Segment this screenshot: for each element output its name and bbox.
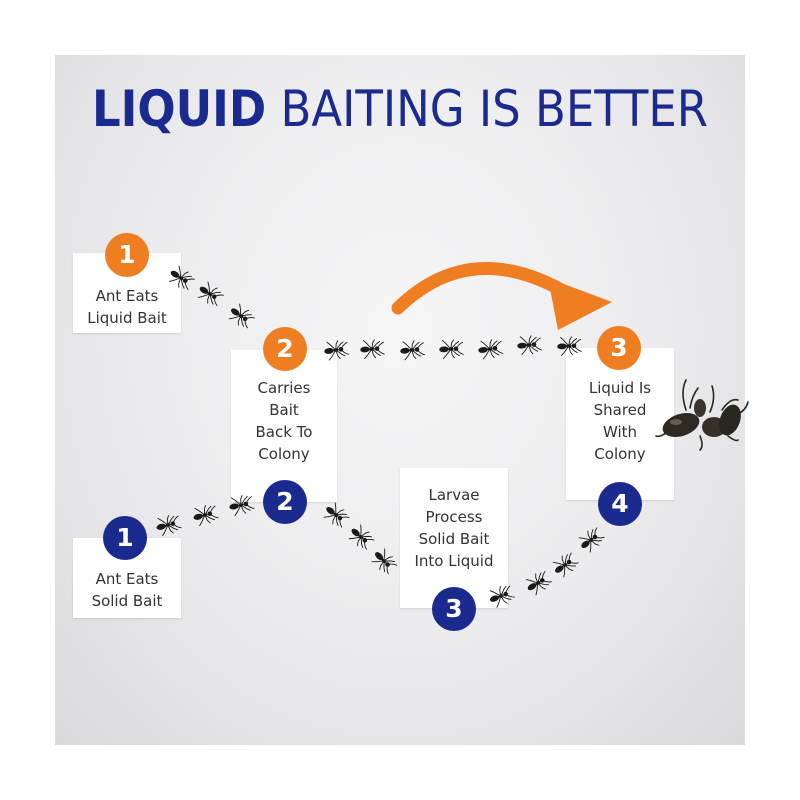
- card-solid-ant-eats-label: Ant Eats Solid Bait: [91, 570, 163, 610]
- ant-icon: [522, 568, 554, 598]
- ant-icon: [190, 502, 220, 528]
- card-larvae-process-label: Larvae Process Solid Bait Into Liquid: [414, 486, 494, 570]
- ant-icon: [345, 522, 377, 553]
- curved-arrow-icon: [391, 261, 612, 330]
- solid-step-1-badge: 1: [103, 516, 147, 560]
- card-liquid-shared: Liquid Is Shared With Colony: [566, 348, 674, 500]
- ant-icon: [486, 582, 516, 610]
- ant-icon: [165, 263, 197, 293]
- title-bold: LIQUID: [92, 80, 267, 138]
- ant-icon: [556, 335, 582, 357]
- ant-icon: [320, 500, 352, 530]
- page-title: LIQUID BAITING IS BETTER: [0, 80, 800, 138]
- ant-icon: [516, 334, 543, 356]
- liquid-step-3-badge: 3: [597, 326, 641, 370]
- solid-step-3-badge: 3: [432, 587, 476, 631]
- ant-icon: [225, 301, 257, 331]
- card-liquid-ant-eats-label: Ant Eats Liquid Bait: [87, 287, 167, 327]
- liquid-step-1-badge: 1: [105, 233, 149, 277]
- ant-icon: [322, 338, 350, 362]
- ant-icon: [549, 550, 581, 580]
- title-rest: BAITING IS BETTER: [266, 80, 709, 138]
- liquid-step-2-badge: 2: [263, 327, 307, 371]
- ant-icon: [476, 337, 504, 361]
- ant-icon: [194, 279, 226, 309]
- ant-icon: [227, 493, 256, 517]
- ant-icon: [153, 512, 183, 538]
- card-larvae-process: Larvae Process Solid Bait Into Liquid: [400, 468, 508, 608]
- solid-step-2-badge: 2: [263, 480, 307, 524]
- dead-ants-icon: [655, 379, 749, 451]
- solid-step-4-badge: 4: [598, 482, 642, 526]
- ant-icon: [368, 545, 400, 577]
- card-liquid-shared-label: Liquid Is Shared With Colony: [588, 379, 652, 463]
- ant-icon: [359, 338, 386, 360]
- card-carries-bait-label: Carries Bait Back To Colony: [255, 379, 313, 463]
- ant-icon: [398, 339, 426, 361]
- card-carries-bait: Carries Bait Back To Colony: [231, 350, 337, 502]
- ant-icon: [438, 338, 464, 360]
- ant-icon: [575, 525, 607, 555]
